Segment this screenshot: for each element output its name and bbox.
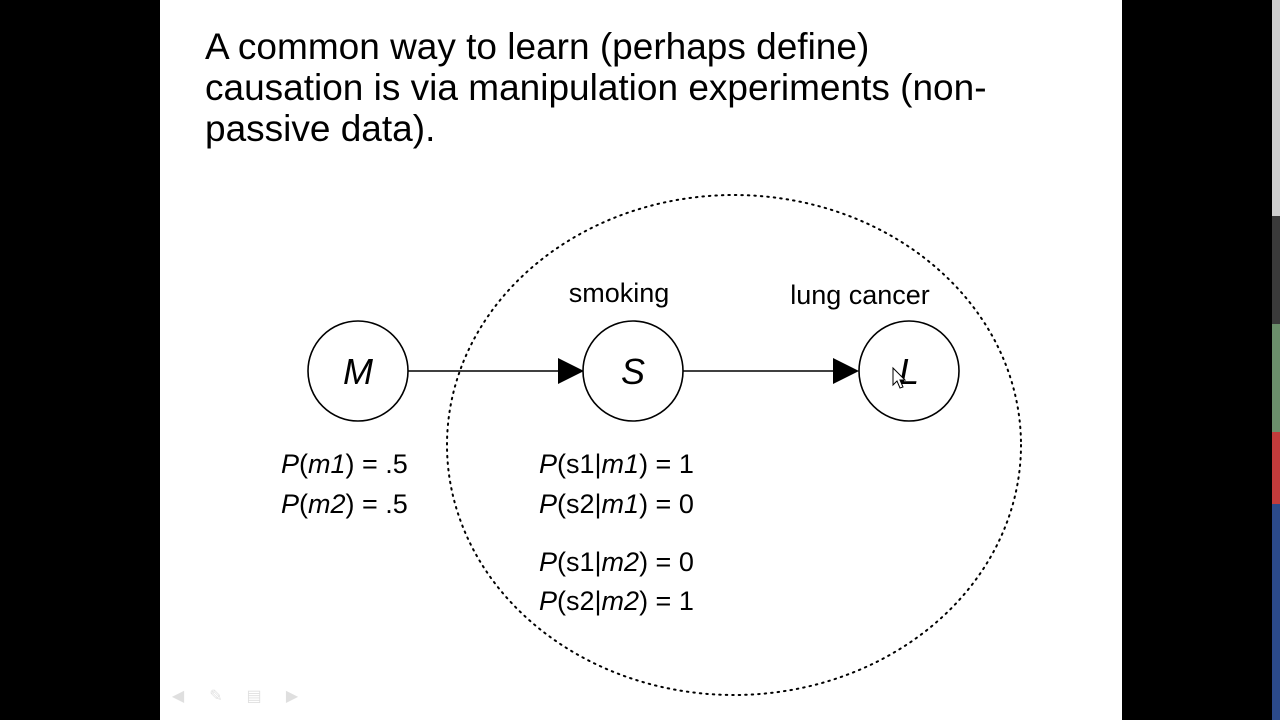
prob-table-s-given-m1: P(s1|m1) = 1 P(s2|m1) = 0 bbox=[539, 449, 694, 519]
pen-icon[interactable]: ✎ bbox=[209, 688, 223, 705]
mouse-cursor-icon bbox=[892, 366, 907, 389]
edge-s-l-arrowhead bbox=[833, 358, 859, 384]
node-m-letter: M bbox=[343, 351, 373, 392]
node-l-circle bbox=[858, 320, 960, 422]
node-s-letter: S bbox=[621, 351, 645, 392]
intervention-boundary bbox=[446, 194, 1022, 696]
prob-s2-given-m2: P(s2|m2) = 1 bbox=[539, 586, 694, 616]
edge-m-to-s bbox=[408, 358, 584, 384]
prob-m2: P(m2) = .5 bbox=[281, 489, 408, 519]
slide: A common way to learn (perhaps define) c… bbox=[160, 0, 1122, 720]
prob-s1-given-m1: P(s1|m1) = 1 bbox=[539, 449, 694, 479]
prob-table-s-given-m2: P(s1|m2) = 0 P(s2|m2) = 1 bbox=[539, 547, 694, 616]
prev-arrow-icon[interactable]: ◀ bbox=[171, 688, 185, 705]
slide-nav-controls: ◀ ✎ ▤ ▶ bbox=[166, 686, 304, 706]
title-line-3: passive data). bbox=[205, 108, 436, 149]
edge-m-s-arrowhead bbox=[558, 358, 584, 384]
causal-diagram: M smoking S lung cancer L P(m1) = .5 bbox=[281, 194, 1022, 696]
menu-icon[interactable]: ▤ bbox=[246, 688, 262, 705]
slide-title: A common way to learn (perhaps define) c… bbox=[205, 26, 1115, 149]
node-s: smoking S bbox=[569, 278, 684, 422]
title-line-2: causation is via manipulation experiment… bbox=[205, 67, 987, 108]
node-l-letter: L bbox=[899, 351, 919, 392]
node-s-circle bbox=[582, 320, 684, 422]
node-m: M bbox=[307, 320, 409, 422]
prob-s1-given-m2: P(s1|m2) = 0 bbox=[539, 547, 694, 577]
background-window-strip bbox=[1272, 0, 1280, 720]
node-l: lung cancer L bbox=[790, 280, 960, 422]
prob-s2-given-m1: P(s2|m1) = 0 bbox=[539, 489, 694, 519]
node-l-label: lung cancer bbox=[790, 280, 930, 310]
prob-table-m: P(m1) = .5 P(m2) = .5 bbox=[281, 449, 408, 519]
title-line-1: A common way to learn (perhaps define) bbox=[205, 26, 870, 67]
edge-s-to-l bbox=[683, 358, 859, 384]
node-s-label: smoking bbox=[569, 278, 670, 308]
prob-m1: P(m1) = .5 bbox=[281, 449, 408, 479]
node-m-circle bbox=[307, 320, 409, 422]
next-arrow-icon[interactable]: ▶ bbox=[285, 688, 299, 705]
